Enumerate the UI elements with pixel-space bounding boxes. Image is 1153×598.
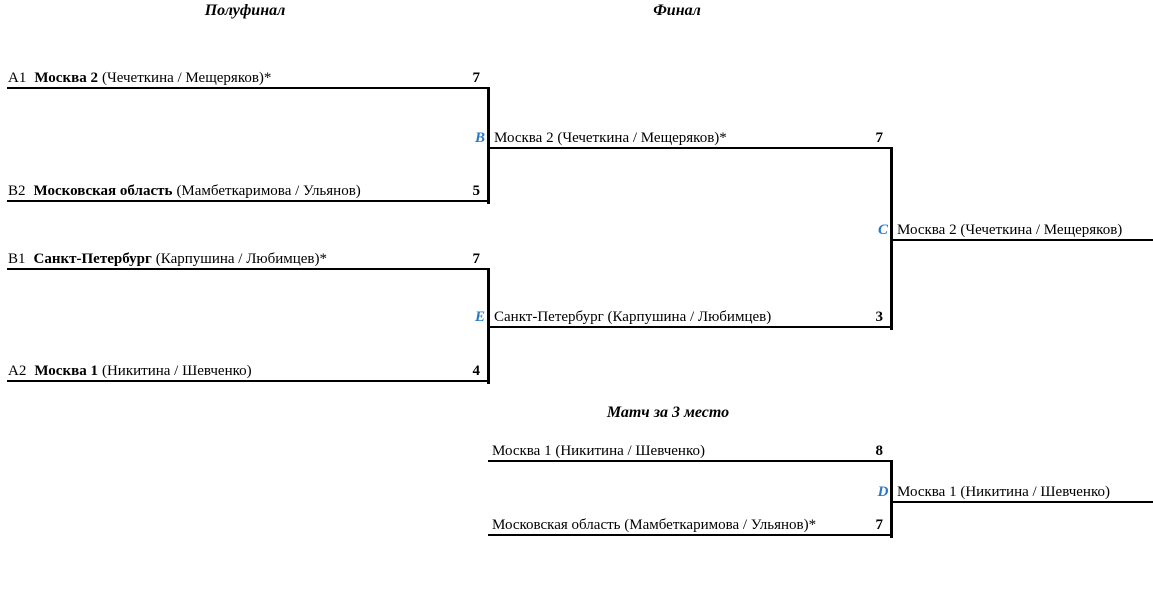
match-score: 3: [875, 309, 884, 325]
third-place-top-row: Москва 1 (Никитина / Шевченко) 8: [488, 440, 893, 462]
players-names: (Карпушина / Любимцев)*: [155, 251, 327, 267]
entry-text: Москва 2 (Чечеткина / Мещеряков)*: [494, 130, 727, 146]
entry-text: Московская область (Мамбеткаримова / Уль…: [492, 517, 817, 533]
final-header: Финал: [653, 2, 701, 19]
team-name: Москва 2: [34, 70, 98, 86]
entry-text: Санкт-Петербург (Карпушина / Любимцев): [494, 309, 772, 325]
match-score: 5: [472, 183, 481, 199]
match-tag: E: [474, 309, 485, 325]
semifinal2-bottom-row: A2 Москва 1(Никитина / Шевченко) 4: [7, 360, 490, 382]
final-bottom-row: E Санкт-Петербург (Карпушина / Любимцев)…: [475, 306, 893, 328]
match-score: 4: [472, 363, 481, 379]
semifinal1-connector-line: [487, 89, 490, 204]
match-score: 7: [472, 251, 481, 267]
champion-row: C Москва 2 (Чечеткина / Мещеряков): [878, 219, 1153, 241]
match-score: 7: [875, 130, 884, 146]
final-connector-line: [890, 149, 893, 330]
third-place-bottom-row: Московская область (Мамбеткаримова / Уль…: [488, 514, 893, 536]
match-score: 8: [875, 443, 884, 459]
match-score: 7: [472, 70, 481, 86]
semifinal1-top-row: A1 Москва 2(Чечеткина / Мещеряков)* 7: [7, 67, 490, 89]
match-score: 7: [875, 517, 884, 533]
seed-label: A2: [8, 363, 27, 379]
semifinal1-bottom-row: B2 Московская область(Мамбеткаримова / Ул…: [7, 180, 490, 202]
match-tag: C: [877, 222, 888, 238]
team-name: Санкт-Петербург: [33, 251, 152, 267]
players-names: (Чечеткина / Мещеряков)*: [101, 70, 272, 86]
players-names: (Мамбеткаримова / Ульянов): [176, 183, 361, 199]
entry-text: Москва 1 (Никитина / Шевченко): [492, 443, 705, 459]
players-names: (Никитина / Шевченко): [101, 363, 252, 379]
match-tag: D: [877, 484, 889, 500]
seed-label: A1: [8, 70, 27, 86]
seed-label: B2: [8, 183, 26, 199]
entry-text: Москва 1 (Никитина / Шевченко): [897, 484, 1110, 500]
semifinal2-top-row: B1 Санкт-Петербург(Карпушина / Любимцев)*…: [7, 248, 490, 270]
team-name: Москва 1: [34, 363, 98, 379]
semifinals-header: Полуфинал: [204, 2, 286, 19]
final-top-row: B Москва 2 (Чечеткина / Мещеряков)* 7: [475, 127, 893, 149]
entry-text: Москва 2 (Чечеткина / Мещеряков): [897, 222, 1123, 238]
third-place-header: Матч за 3 место: [606, 404, 730, 421]
third-place-winner-row: D Москва 1 (Никитина / Шевченко): [878, 481, 1153, 503]
seed-label: B1: [8, 251, 26, 267]
team-name: Московская область: [33, 183, 173, 199]
third-place-connector-line: [890, 462, 893, 538]
semifinal2-connector-line: [487, 270, 490, 384]
match-tag: B: [474, 130, 485, 146]
